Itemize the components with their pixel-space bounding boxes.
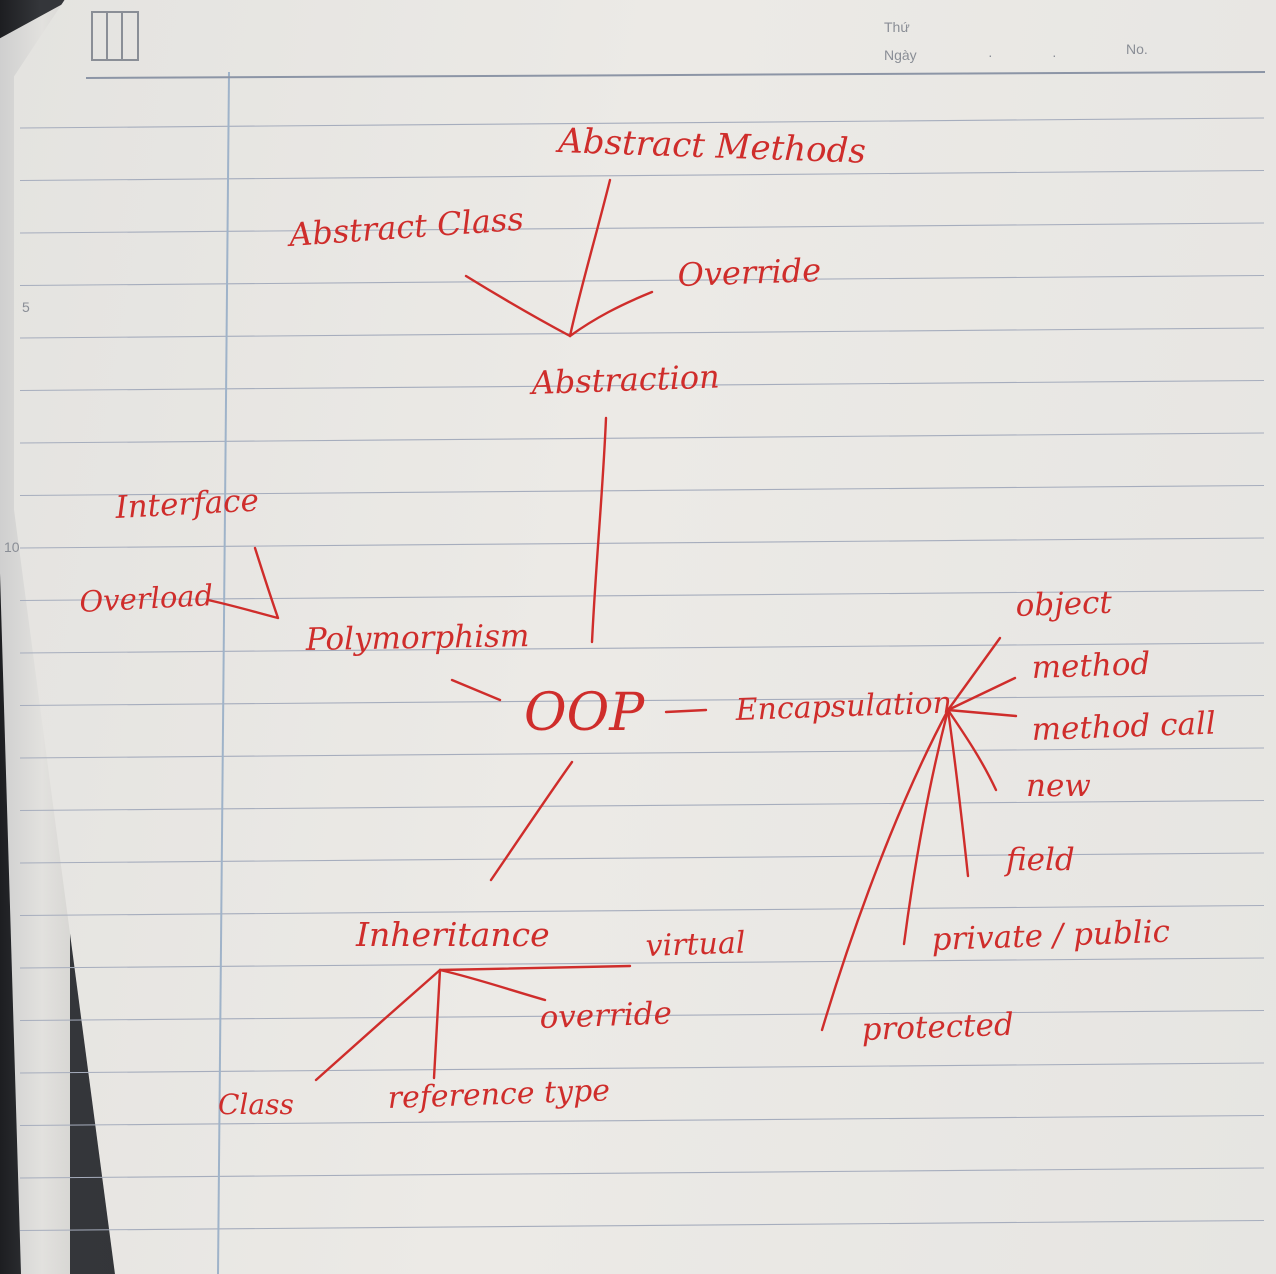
ruled-line	[19, 747, 1265, 759]
node-interface: Interface	[114, 483, 260, 527]
ruled-line	[19, 327, 1265, 339]
connector-methods-to-abstraction	[568, 178, 612, 338]
ruled-line	[19, 117, 1265, 129]
node-protected: protected	[861, 1007, 1014, 1048]
node-new: new	[1026, 768, 1091, 804]
date-dot-1: ·	[988, 47, 993, 63]
connector-override-to-abstraction	[568, 290, 654, 338]
ruled-line	[19, 1167, 1265, 1179]
date-dot-2: ·	[1052, 47, 1057, 63]
connector-encap-new	[946, 708, 998, 792]
ruled-line	[19, 274, 1265, 287]
ruled-line	[19, 537, 1265, 549]
node-field: field	[1004, 842, 1075, 878]
node-virtual: virtual	[645, 926, 746, 964]
connector-encap-private	[902, 708, 950, 946]
node-polymorphism: Polymorphism	[305, 618, 530, 658]
connector-encap-method	[946, 676, 1017, 712]
node-abstract-class: Abstract Class	[285, 200, 525, 254]
node-method: method	[1031, 646, 1151, 686]
margin-mark-5: 5	[22, 299, 30, 315]
ruled-line	[19, 222, 1265, 234]
ruled-line	[19, 694, 1265, 707]
header-rule	[85, 71, 1266, 79]
connector-encap-method-call	[946, 708, 1018, 718]
ruled-line	[19, 379, 1265, 392]
node-oop: OOP	[524, 683, 645, 743]
ruled-line	[19, 169, 1265, 182]
node-override-top: Override	[677, 251, 822, 294]
connector-oop-to-inheritance	[489, 760, 574, 882]
connector-abstraction-to-oop	[590, 416, 608, 644]
connector-inherit-class	[314, 968, 442, 1082]
connector-encap-protected	[820, 708, 950, 1032]
diagram-ink: Abstract Methods Abstract Class Override…	[79, 121, 1217, 1121]
node-abstraction: Abstraction	[528, 357, 720, 402]
ruled-line	[19, 852, 1265, 864]
connector-encap-field	[946, 708, 970, 878]
ruled-line	[19, 1114, 1265, 1127]
connector-interface-overload-arrow	[206, 546, 280, 620]
ruled-line	[19, 1009, 1265, 1022]
node-abstract-methods: Abstract Methods	[555, 121, 867, 172]
node-method-call: method call	[1031, 706, 1216, 748]
node-private-public: private / public	[931, 914, 1170, 958]
margin-line	[217, 71, 230, 1274]
node-inheritance: Inheritance	[355, 915, 550, 954]
node-override-bottom: override	[539, 995, 672, 1036]
ruled-line	[19, 589, 1265, 602]
node-encapsulation: Encapsulation	[734, 685, 952, 728]
ruled-line	[19, 904, 1265, 917]
ruled-line	[19, 1062, 1265, 1074]
node-class: Class	[218, 1088, 294, 1121]
ruled-line	[19, 957, 1265, 969]
connector-oop-to-encapsulation	[664, 708, 708, 714]
date-label: Ngày	[884, 47, 917, 63]
connector-inherit-virtual	[438, 964, 632, 972]
ruled-line	[19, 432, 1265, 444]
ruled-line	[19, 799, 1265, 812]
column-box-icon	[91, 11, 139, 61]
ruled-line	[19, 484, 1265, 497]
node-object: object	[1015, 585, 1113, 624]
connector-inherit-reference	[432, 968, 442, 1080]
margin-mark-10: 10	[4, 539, 20, 555]
connector-class-to-abstraction	[464, 274, 572, 338]
connector-polymorphism-to-oop	[450, 678, 502, 702]
node-overload: Overload	[79, 578, 214, 619]
node-reference-type: reference type	[387, 1073, 611, 1116]
connector-inherit-override	[438, 968, 547, 1002]
connector-encap-object	[946, 636, 1002, 712]
ruled-line	[19, 1219, 1265, 1232]
weekday-label: Thứ	[884, 19, 910, 35]
ruled-line	[19, 642, 1265, 654]
number-label: No.	[1126, 41, 1148, 57]
